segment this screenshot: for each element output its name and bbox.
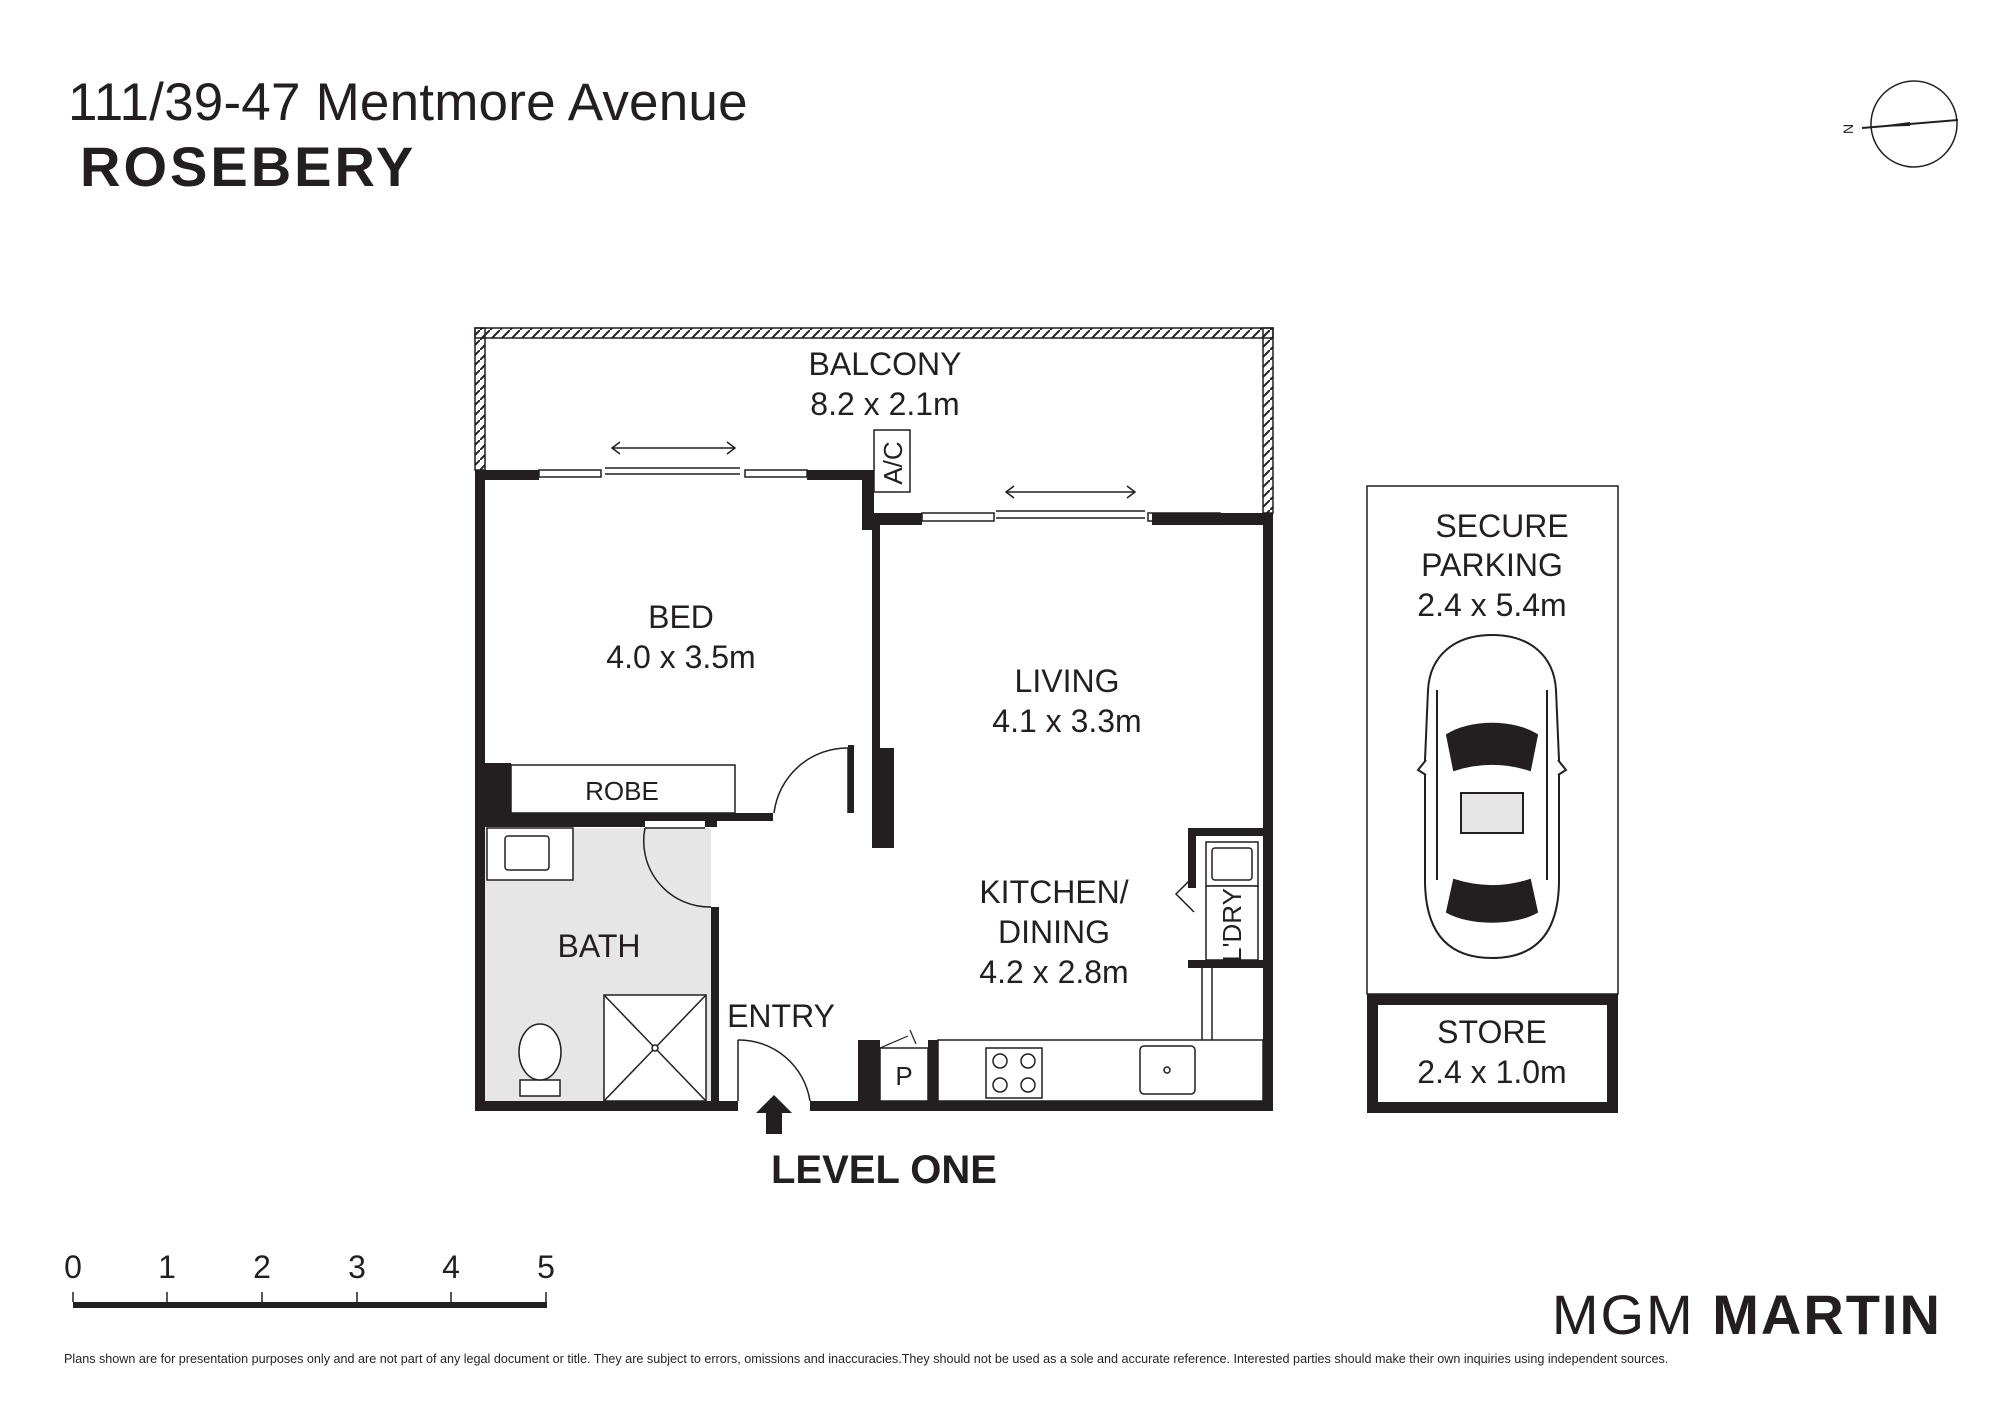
scale-bar: 0 1 2 3 4 5 [64,1249,555,1308]
robe [510,764,736,814]
laundry-label: L'DRY [1217,888,1247,962]
brand-part-2: MARTIN [1712,1283,1942,1346]
brand-part-1: MGM [1551,1283,1695,1346]
robe-label: ROBE [585,776,659,806]
scale-tick-5: 5 [537,1249,555,1285]
bedroom-door [773,747,849,814]
laundry [1174,841,1259,1040]
compass-north-label: N [1840,124,1856,134]
bath-label: BATH [558,928,641,964]
bed-dims: 4.0 x 3.5m [606,639,755,675]
entry-label: ENTRY [727,998,835,1034]
scale-tick-1: 1 [158,1249,176,1285]
living-sliding-door [921,485,1221,522]
shower [603,994,707,1102]
compass-icon: N [1840,80,1959,168]
ac-label: A/C [878,441,908,484]
balcony-dims: 8.2 x 2.1m [810,386,959,422]
bath-door [642,827,712,908]
walls [475,470,1273,1111]
property-suburb: ROSEBERY [80,135,417,198]
disclaimer-text: Plans shown are for presentation purpose… [64,1352,1669,1366]
store-dims: 2.4 x 1.0m [1417,1054,1566,1090]
kitchen-bench [937,1039,1264,1102]
kitchen-dims: 4.2 x 2.8m [979,954,1128,990]
entry-door [737,1039,811,1102]
scale-tick-4: 4 [442,1249,460,1285]
living-label: LIVING [1015,663,1120,699]
parking-dims: 2.4 x 5.4m [1417,587,1566,623]
toilet-icon [518,1023,562,1097]
living-dims: 4.1 x 3.3m [992,703,1141,739]
store [1378,1005,1607,1102]
balcony-label: BALCONY [809,346,962,382]
property-address: 111/39-47 Mentmore Avenue [68,73,748,132]
parking-label-2: PARKING [1421,547,1563,583]
bedroom-sliding-door [538,441,808,478]
level-label: LEVEL ONE [771,1148,997,1192]
parking-label: SECURE [1435,508,1568,544]
car-icon [1416,633,1568,960]
bed-label: BED [648,599,714,635]
store-label: STORE [1437,1014,1547,1050]
pantry [879,1047,929,1102]
scale-tick-3: 3 [348,1249,366,1285]
brand-logo: MGM MARTIN [1552,1282,1942,1347]
scale-tick-2: 2 [253,1249,271,1285]
scale-tick-0: 0 [64,1249,82,1285]
vanity-basin [486,827,574,881]
pantry-label: P [895,1061,912,1091]
dining-label: DINING [998,914,1110,950]
ac-unit [873,429,911,493]
entry-arrow-icon [756,1095,792,1134]
kitchen-label: KITCHEN/ [979,874,1128,910]
